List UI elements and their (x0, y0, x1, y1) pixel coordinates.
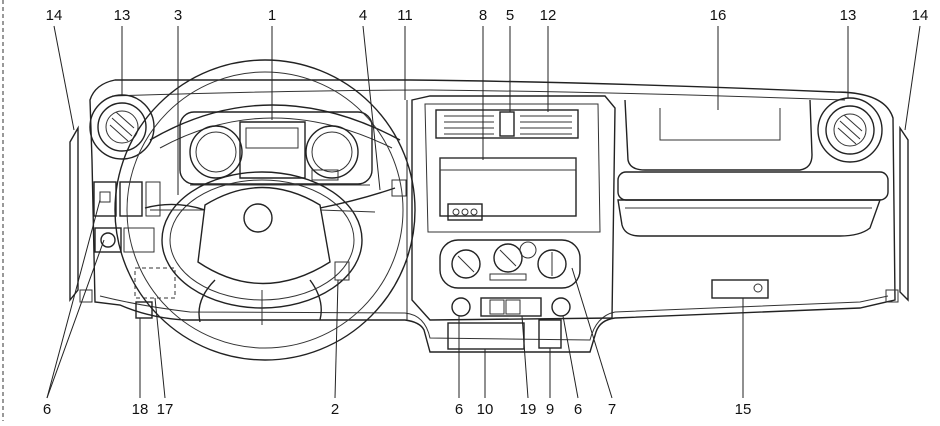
label-14-right: 14 (912, 7, 929, 24)
audio-unit (439, 157, 577, 217)
ignition-switch (334, 261, 350, 281)
top-ledge-line (111, 89, 846, 101)
light-switch-stalk (144, 203, 206, 211)
label-8: 8 (479, 7, 487, 24)
audio-unit-slot (439, 157, 577, 171)
label-18: 18 (132, 401, 149, 418)
center-air-vent (435, 109, 579, 139)
instrument-cluster (179, 111, 373, 186)
label-19: 19 (520, 401, 537, 418)
wiper-switch-stalk (319, 187, 396, 209)
right-round-vent (817, 97, 883, 163)
label-2: 2 (331, 401, 339, 418)
hood-release-lever (135, 301, 153, 319)
label-12: 12 (540, 7, 557, 24)
leader-lines (46, 25, 921, 399)
label-13-right: 13 (840, 7, 857, 24)
label-6-center: 6 (455, 401, 463, 418)
label-14-left: 14 (46, 7, 63, 24)
glove-box-lid-lip (617, 199, 881, 237)
passenger-upper-recess (624, 99, 813, 171)
lower-skirt-line (99, 295, 889, 341)
right-lower-clip (885, 289, 899, 303)
front-fog-switch (551, 297, 571, 317)
bottom-callouts: 6 18 17 2 6 10 19 9 6 7 15 (43, 401, 752, 418)
center-tray (447, 322, 525, 350)
upper-tray (659, 108, 781, 141)
center-console (411, 95, 616, 321)
dashboard-outline (89, 79, 896, 353)
label-4: 4 (359, 7, 367, 24)
label-6-right: 6 (574, 401, 582, 418)
label-9: 9 (546, 401, 554, 418)
cluster-hood-inner (159, 117, 393, 149)
hazard-switch-block (447, 203, 483, 221)
label-10: 10 (477, 401, 494, 418)
top-callouts: 14 13 3 1 4 11 8 5 12 16 13 14 (46, 7, 929, 24)
right-side-bracket (899, 125, 909, 302)
label-5: 5 (506, 7, 514, 24)
steering-wheel (114, 59, 416, 361)
label-6-left: 6 (43, 401, 51, 418)
rear-defogger-switch (451, 297, 471, 317)
passenger-shelf (617, 171, 889, 201)
label-1: 1 (268, 7, 276, 24)
label-13-left: 13 (114, 7, 131, 24)
heater-control-panel (439, 239, 581, 289)
center-upper-bezel (424, 103, 601, 233)
left-side-bracket (69, 125, 79, 302)
wiper-stalk-tip (391, 179, 407, 197)
label-17: 17 (157, 401, 174, 418)
left-round-vent (89, 94, 155, 160)
label-7: 7 (608, 401, 616, 418)
center-switch-row (480, 297, 542, 317)
glove-box-latch (711, 279, 769, 299)
accessory-socket (538, 319, 562, 349)
label-3: 3 (174, 7, 182, 24)
label-16: 16 (710, 7, 727, 24)
label-15: 15 (735, 401, 752, 418)
label-11: 11 (397, 7, 413, 24)
